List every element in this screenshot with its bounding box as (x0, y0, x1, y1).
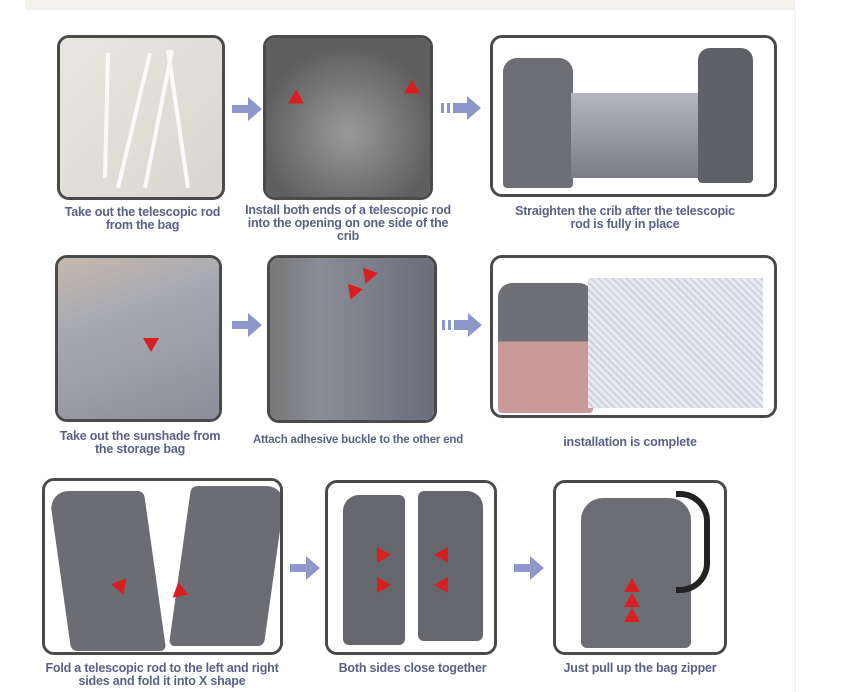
double-arrow-right-icon (441, 96, 481, 120)
step-5-photo (267, 255, 437, 423)
step-1-caption: Take out the telescopic rod from the bag (64, 205, 221, 232)
telescopic-rods-illustration (103, 49, 190, 189)
step-4-caption: Take out the sunshade from the storage b… (59, 429, 221, 456)
top-band (25, 0, 795, 10)
double-arrow-right-icon (442, 313, 482, 337)
arrow-right-icon (232, 313, 262, 337)
step-5-caption: Attach adhesive buckle to the other end (252, 434, 464, 446)
step-7-caption: Fold a telescopic rod to the left and ri… (45, 661, 279, 688)
step-1-photo (57, 35, 225, 200)
step-3-photo (490, 35, 777, 197)
step-6-caption: installation is complete (563, 435, 697, 449)
step-8-caption: Both sides close together (338, 661, 487, 675)
step-7-photo (42, 478, 283, 655)
step-9-caption: Just pull up the bag zipper (563, 661, 717, 675)
step-6-photo (490, 255, 777, 418)
step-8-photo (325, 480, 497, 655)
step-2-caption: Install both ends of a telescopic rod in… (245, 203, 451, 243)
step-9-photo (553, 480, 727, 655)
arrow-right-icon (514, 556, 544, 580)
arrow-right-icon (232, 97, 262, 121)
arrow-right-icon (290, 556, 320, 580)
step-2-photo (263, 35, 433, 200)
step-4-photo (55, 255, 222, 422)
step-3-caption: Straighten the crib after the telescopic… (515, 204, 735, 231)
